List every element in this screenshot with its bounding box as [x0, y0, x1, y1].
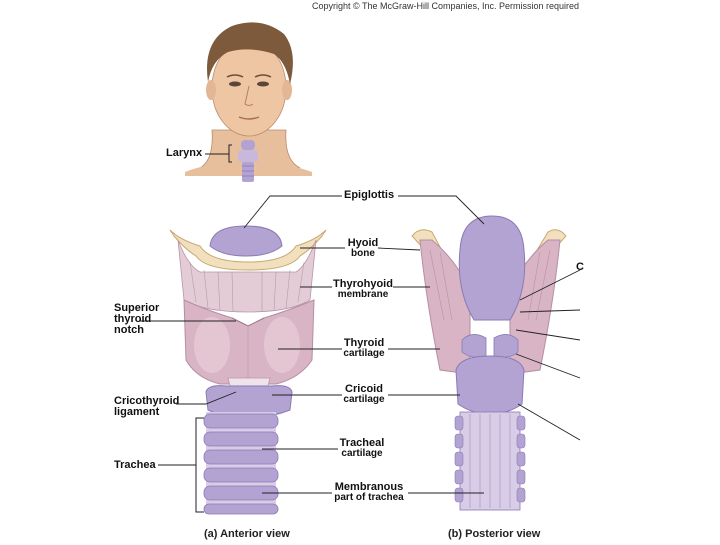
- anterior-trachea: [204, 412, 278, 514]
- label-membranous-part: Membranous part of trachea: [324, 482, 414, 503]
- label-thyroid-cartilage: Thyroid cartilage: [338, 338, 390, 359]
- label-epiglottis: Epiglottis: [344, 190, 394, 201]
- label-hyoid-bone: Hyoid bone: [346, 238, 380, 259]
- label-thyrohyoid-membrane: Thyrohyoid membrane: [330, 279, 396, 300]
- label-trachea: Trachea: [114, 460, 156, 471]
- posterior-larynx: [412, 216, 566, 510]
- label-larynx: Larynx: [166, 148, 202, 159]
- label-tracheal-line2: cartilage: [334, 449, 390, 459]
- label-hyoid-line2: bone: [346, 249, 380, 259]
- head-illustration: [185, 22, 312, 182]
- label-tracheal-cartilage: Tracheal cartilage: [334, 438, 390, 459]
- label-thyrohyoid-line2: membrane: [330, 290, 396, 300]
- label-thyroid-line2: cartilage: [338, 349, 390, 359]
- label-cricoid-line2: cartilage: [338, 395, 390, 405]
- label-cricoid-cartilage: Cricoid cartilage: [338, 384, 390, 405]
- label-partial-c: C: [576, 262, 584, 273]
- label-superior-line3: notch: [114, 325, 159, 336]
- label-cricothyroid-line2: ligament: [114, 407, 179, 418]
- caption-posterior-view: (b) Posterior view: [448, 528, 540, 540]
- label-cricothyroid-ligament: Cricothyroid ligament: [114, 396, 179, 418]
- label-membranous-line2: part of trachea: [324, 493, 414, 503]
- copyright-notice: Copyright © The McGraw-Hill Companies, I…: [312, 1, 579, 11]
- anterior-larynx: [170, 226, 326, 514]
- label-superior-thyroid-notch: Superior thyroid notch: [114, 303, 159, 336]
- caption-anterior-view: (a) Anterior view: [204, 528, 290, 540]
